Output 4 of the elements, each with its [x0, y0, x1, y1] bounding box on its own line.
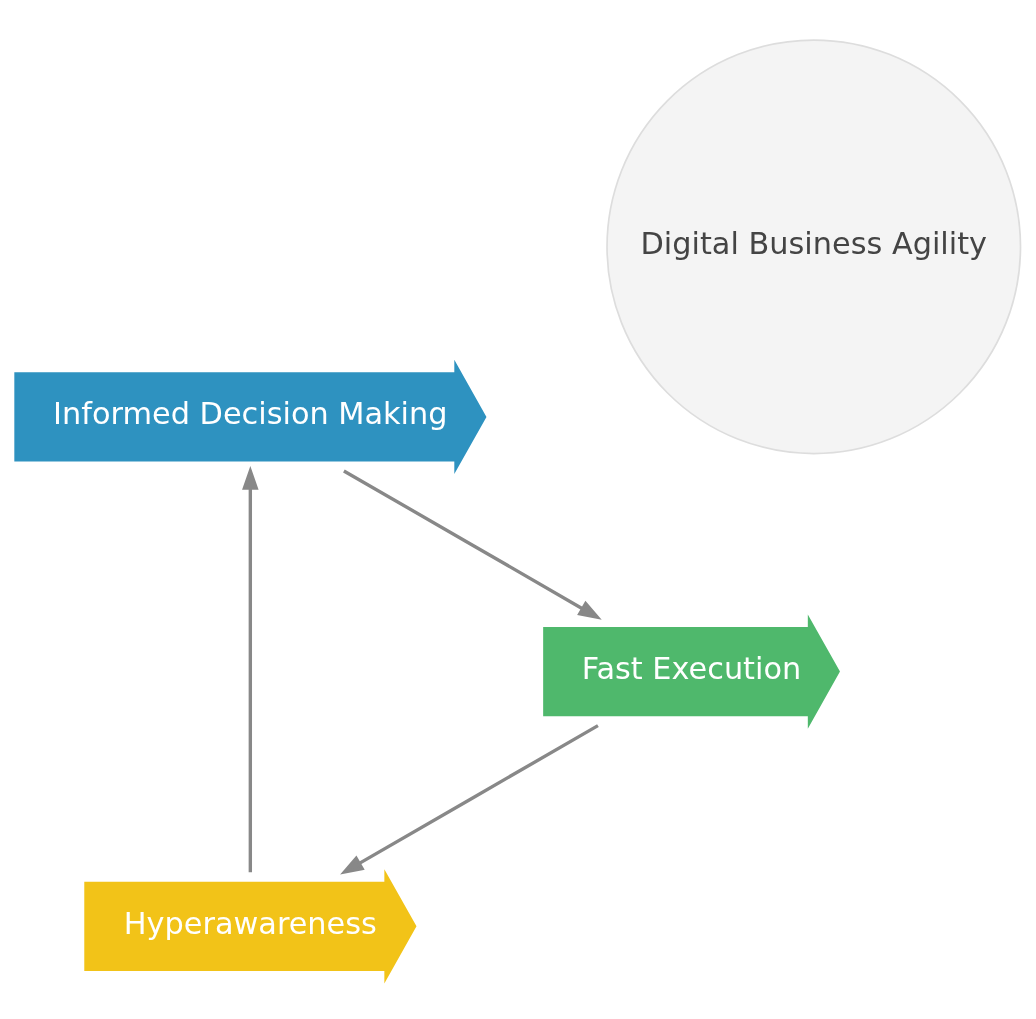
arrow: [242, 465, 259, 872]
arrow: [343, 468, 602, 620]
node-circle: Digital Business Agility: [606, 38, 1022, 454]
arrow: [340, 723, 599, 874]
